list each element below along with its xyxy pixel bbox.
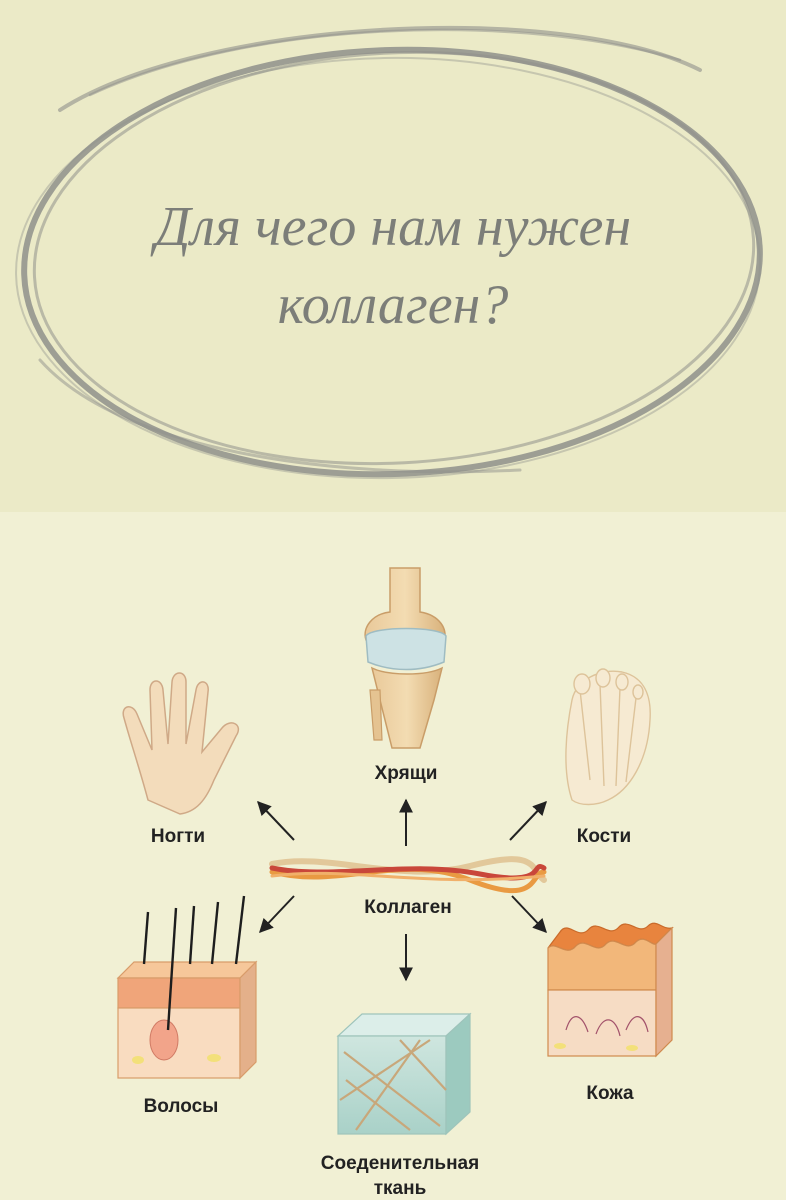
arrow-to-hair (259, 895, 295, 934)
arrow-to-bones (509, 800, 547, 841)
label-collagen: Коллаген (364, 897, 452, 918)
label-hair: Волосы (143, 1096, 219, 1117)
connective-tissue-icon (336, 1012, 472, 1136)
label-connective-tissue-line-2: ткань (373, 1178, 427, 1199)
title-oval (15, 25, 763, 480)
arrow-to-skin (511, 895, 547, 934)
title-line-1: Для чего нам нужен (154, 196, 632, 258)
label-connective-tissue-line-1: Соеденительная (320, 1153, 480, 1174)
label-nails: Ногти (150, 826, 206, 847)
label-bones: Кости (576, 826, 632, 847)
label-cartilage: Хрящи (374, 763, 438, 784)
skin-block-icon (547, 922, 674, 1058)
page-title: Для чего нам нужен коллаген? (60, 188, 726, 344)
arrow-to-nails (257, 800, 295, 841)
knee-joint-icon (364, 567, 447, 749)
title-line-2: коллаген? (277, 274, 509, 336)
collagen-fiber-icon (269, 856, 547, 894)
label-skin: Кожа (586, 1083, 634, 1104)
hair-skin-icon (116, 895, 258, 1080)
hand-icon (122, 672, 240, 815)
foot-bones-icon (565, 668, 651, 806)
